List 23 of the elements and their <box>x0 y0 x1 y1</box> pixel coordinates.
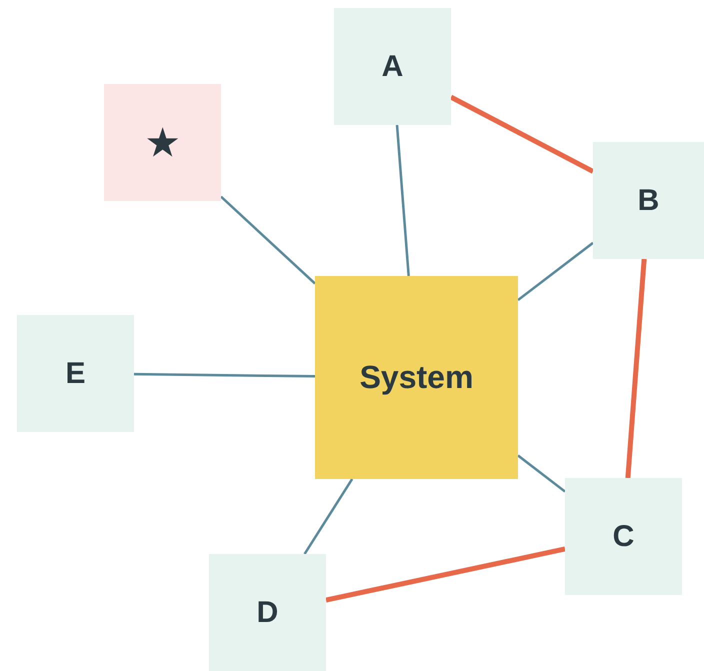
connector-line <box>450 94 594 174</box>
node-box <box>104 84 221 201</box>
connector-line <box>396 124 410 276</box>
connector-line <box>134 372 316 378</box>
connector-line <box>325 546 566 602</box>
node-box <box>17 315 134 432</box>
connector-line <box>517 242 594 302</box>
node-label: A <box>382 50 404 84</box>
node-box <box>334 8 451 125</box>
node-label: C <box>612 520 634 554</box>
node-label: B <box>638 184 660 218</box>
connector-line <box>517 454 566 493</box>
connector-line <box>304 478 354 555</box>
node-box <box>593 142 704 259</box>
connector-line <box>220 196 316 285</box>
node-label: ★ <box>146 122 178 164</box>
node-label: D <box>256 596 278 630</box>
connector-line <box>625 258 647 478</box>
system-box <box>315 276 518 479</box>
node-label: E <box>65 356 86 390</box>
node-label: System <box>360 359 474 396</box>
node-box <box>565 478 682 595</box>
node-box <box>209 554 326 671</box>
